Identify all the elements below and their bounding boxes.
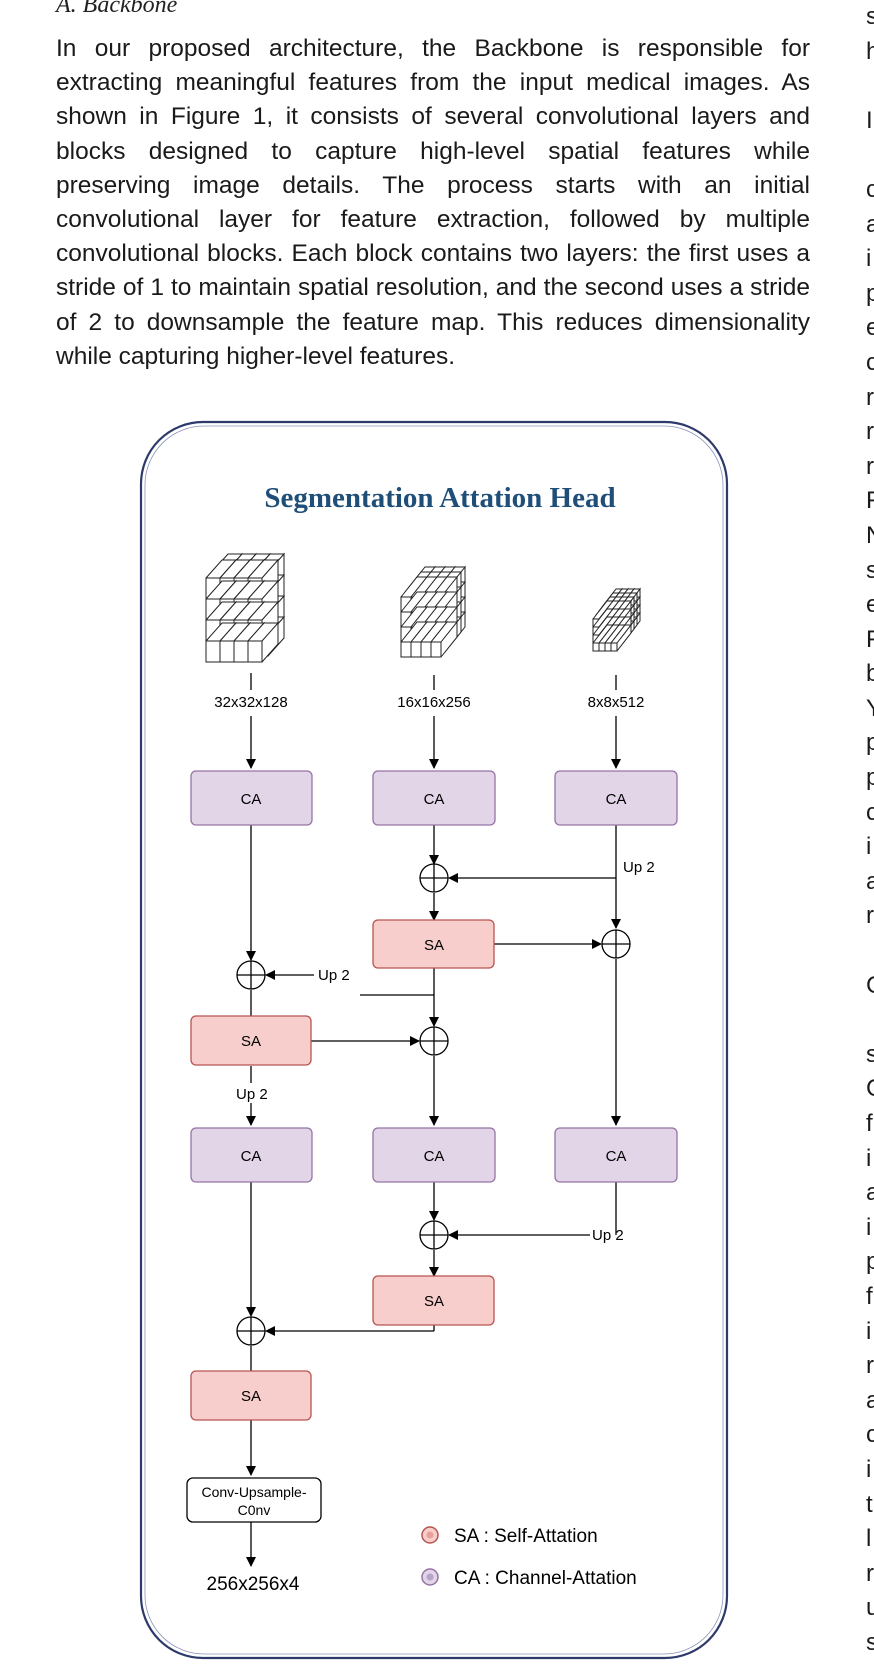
up-label: Up 2: [236, 1086, 268, 1103]
right-column-letter: e: [866, 591, 874, 619]
ca-block: CA: [190, 770, 313, 826]
right-column-letter: f: [866, 1282, 873, 1310]
right-column-letter: I: [866, 106, 873, 134]
right-column-letter: r: [866, 452, 874, 480]
legend-ca-label: CA : Channel-Attation: [454, 1568, 637, 1589]
sum-node: [419, 1220, 449, 1250]
ca-blocks: CA CA CA CA CA CA: [190, 770, 678, 1183]
right-column-letter: c: [866, 175, 874, 203]
right-column-letter: c: [866, 1421, 874, 1449]
right-column-letter: r: [866, 418, 874, 446]
right-column-letter: a: [866, 210, 874, 238]
sum-node: [236, 1316, 266, 1346]
right-column-letter: r: [866, 902, 874, 930]
right-column-letter: s: [866, 1628, 874, 1656]
right-column-letter: u: [866, 1594, 874, 1622]
sa-block: SA: [190, 1015, 312, 1066]
right-column-letter: a: [866, 1179, 874, 1207]
feature-map-cubes: [205, 552, 642, 663]
svg-text:SA: SA: [424, 937, 444, 954]
output-size-label: 256x256x4: [207, 1574, 300, 1595]
ca-block: CA: [554, 770, 678, 826]
right-column-letter: p: [866, 764, 874, 792]
right-column-letter: F: [866, 487, 874, 515]
right-column-letter: i: [866, 245, 872, 273]
right-column-letter: c: [866, 798, 874, 826]
right-column-letter: h: [866, 37, 874, 65]
sum-node: [419, 863, 449, 893]
right-column-letter: i: [866, 1317, 872, 1345]
ca-block: CA: [190, 1127, 313, 1183]
svg-text:CA: CA: [424, 791, 445, 808]
right-column-letter: C: [866, 969, 874, 1004]
sum-node: [601, 929, 631, 959]
svg-text:CA: CA: [241, 791, 262, 808]
right-column-letter: t: [866, 1490, 873, 1518]
right-column-letter: p: [866, 729, 874, 757]
sa-block: SA: [190, 1370, 312, 1421]
right-column-letter: r: [866, 383, 874, 411]
right-column-letter: p: [866, 279, 874, 307]
input-size-label-1: 32x32x128: [214, 694, 287, 711]
svg-text:C0nv: C0nv: [238, 1502, 271, 1518]
ca-block: CA: [372, 770, 496, 826]
sa-blocks: SA SA SA SA: [190, 919, 495, 1421]
right-column-letter: s: [866, 1040, 874, 1068]
sum-node: [419, 1026, 449, 1056]
right-column-letter: i: [866, 1455, 872, 1483]
ca-block: CA: [554, 1127, 678, 1183]
right-column-letter: f: [866, 1110, 873, 1137]
right-column-letter: s: [866, 556, 874, 584]
right-column-letter: c: [866, 348, 874, 376]
right-column-letter: r: [866, 1559, 874, 1587]
right-column-letter: l: [866, 1525, 872, 1553]
right-column-letter: a: [866, 867, 874, 895]
right-column-fragment: shIcaipecrrrFNseFbYppciarCsCfiaipfiracit…: [866, 0, 874, 1669]
up-label: Up 2: [592, 1227, 624, 1244]
right-column-letter: F: [866, 625, 874, 653]
svg-text:SA: SA: [241, 1033, 261, 1050]
input-size-label-3: 8x8x512: [588, 694, 645, 711]
body-paragraph: In our proposed architecture, the Backbo…: [56, 35, 810, 370]
sum-node: [236, 960, 266, 990]
figure-title: Segmentation Attation Head: [264, 482, 615, 514]
svg-text:SA: SA: [424, 1293, 444, 1310]
right-column-letter: i: [866, 1144, 872, 1172]
input-size-label-2: 16x16x256: [397, 694, 470, 711]
right-column-letter: s: [866, 3, 874, 30]
up-label: Up 2: [623, 859, 655, 876]
ca-block: CA: [372, 1127, 496, 1183]
legend: SA : Self-Attation CA : Channel-Attation: [421, 1526, 637, 1589]
up-label: Up 2: [318, 967, 350, 984]
svg-text:CA: CA: [424, 1148, 445, 1165]
right-column-letter: i: [866, 1213, 872, 1241]
right-column-letter: Y: [866, 692, 874, 727]
svg-text:CA: CA: [606, 791, 627, 808]
legend-sa-label: SA : Self-Attation: [454, 1526, 598, 1547]
right-column-letter: e: [866, 314, 874, 342]
right-column-letter: i: [866, 833, 872, 861]
right-column-letter: p: [866, 1248, 874, 1276]
right-column-letter: a: [866, 1386, 874, 1414]
svg-text:SA: SA: [241, 1388, 261, 1405]
right-column-letter: b: [866, 660, 874, 688]
sum-nodes: [236, 863, 631, 1346]
conv-upsample-block: Conv-Upsample- C0nv: [186, 1477, 322, 1523]
right-column-letter: N: [866, 519, 874, 554]
sa-block: SA: [372, 919, 495, 969]
svg-text:CA: CA: [606, 1148, 627, 1165]
right-column-letter: C: [866, 1072, 874, 1107]
svg-text:Conv-Upsample-: Conv-Upsample-: [201, 1484, 306, 1500]
sa-block: SA: [372, 1275, 495, 1326]
right-column-letter: r: [866, 1352, 874, 1380]
section-heading: A. Backbone: [56, 0, 178, 18]
svg-text:CA: CA: [241, 1148, 262, 1165]
